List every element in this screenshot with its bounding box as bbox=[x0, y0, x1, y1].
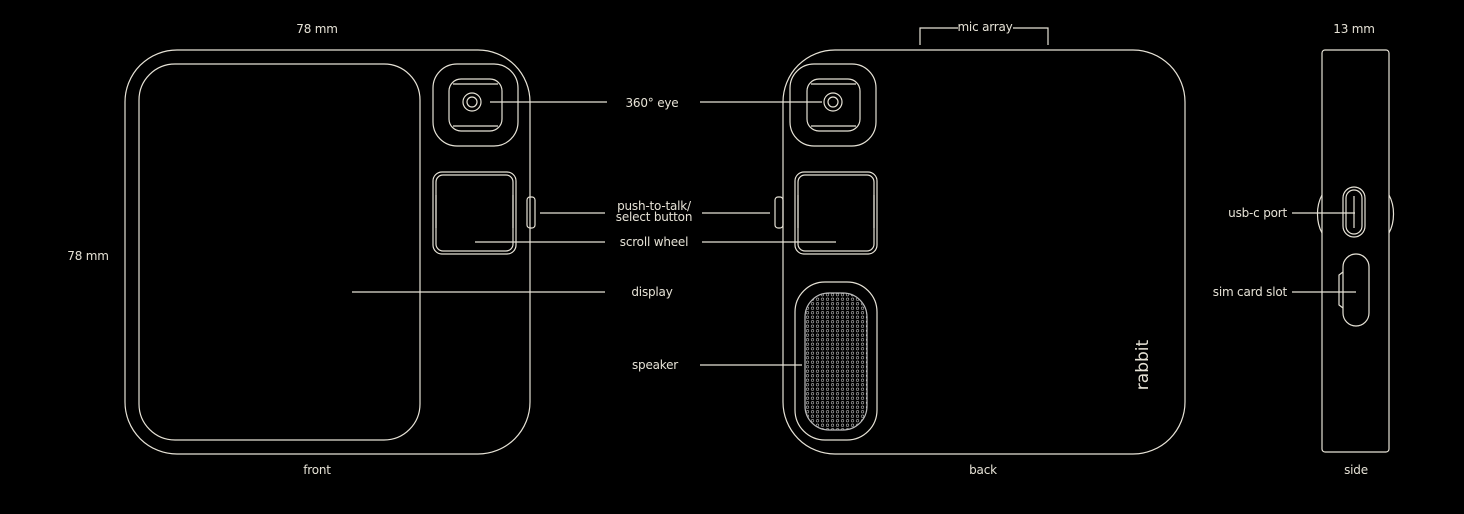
back-view bbox=[774, 49, 1186, 455]
left-bulge bbox=[1316, 194, 1323, 234]
front-view bbox=[124, 49, 536, 455]
sim-card-slot bbox=[1342, 253, 1370, 327]
scroll-wheel bbox=[432, 171, 517, 255]
camera-module bbox=[432, 63, 519, 147]
scroll-wheel-callout: scroll wheel bbox=[619, 235, 689, 249]
right-bulge bbox=[1388, 194, 1395, 234]
leader-lines bbox=[352, 27, 1356, 366]
rabbit-logo: rabbit bbox=[1133, 339, 1153, 391]
camera-lens-icon bbox=[462, 92, 482, 112]
ptt-callout-line1: push-to-talk/ bbox=[617, 199, 691, 213]
speaker-outline bbox=[794, 281, 878, 441]
width-dimension: 78 mm bbox=[296, 22, 338, 36]
scroll-wheel bbox=[794, 171, 878, 255]
eye-callout: 360° eye bbox=[625, 96, 679, 110]
front-body-outline bbox=[124, 49, 531, 455]
speaker-grille bbox=[804, 292, 868, 431]
side-view-label: side bbox=[1344, 463, 1368, 477]
back-view-label: back bbox=[969, 463, 997, 477]
sim-callout: sim card slot bbox=[1212, 285, 1287, 299]
side-button bbox=[774, 196, 784, 229]
camera-lens-icon bbox=[823, 92, 843, 112]
usb-c-port bbox=[1342, 186, 1366, 238]
depth-dimension: 13 mm bbox=[1333, 22, 1375, 36]
camera-housing bbox=[448, 78, 503, 132]
display-callout: display bbox=[631, 285, 673, 299]
speaker-callout: speaker bbox=[631, 358, 679, 372]
front-view-label: front bbox=[303, 463, 331, 477]
side-button bbox=[526, 196, 536, 229]
ptt-callout-line2: select button bbox=[615, 210, 693, 224]
mic-array-callout: mic array bbox=[957, 20, 1013, 34]
height-dimension: 78 mm bbox=[67, 249, 109, 263]
camera-module bbox=[789, 63, 877, 147]
ptt-callout: push-to-talk/ select button bbox=[615, 199, 693, 224]
side-view bbox=[1316, 49, 1395, 453]
usb-c-callout: usb-c port bbox=[1228, 206, 1287, 220]
display-outline bbox=[138, 63, 421, 441]
side-body-outline bbox=[1321, 49, 1390, 453]
back-body-outline bbox=[782, 49, 1186, 455]
